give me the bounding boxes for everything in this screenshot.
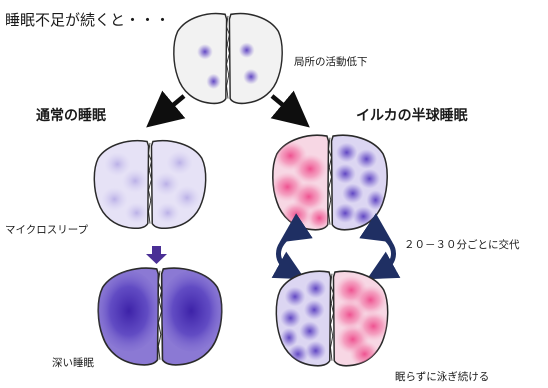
label-keep-swimming: 眠らずに泳ぎ続ける	[395, 371, 490, 383]
brain-top	[173, 12, 283, 105]
swap-arrow-right	[359, 213, 401, 280]
swap-arrow-left	[271, 213, 313, 280]
arrow-to-dolphin	[270, 90, 310, 128]
brain-dolphin-2	[275, 270, 389, 367]
title-sleep-deprivation: 睡眠不足が続くと・・・	[5, 11, 171, 29]
light-spots	[101, 150, 201, 224]
label-local-decline: 局所の活動低下	[294, 56, 368, 68]
brain-dolphin-1	[272, 134, 388, 231]
label-alternate: ２０－３０分ごとに交代	[404, 239, 520, 251]
brain-microsleep	[93, 139, 207, 230]
label-microsleep: マイクロスリープ	[5, 224, 89, 236]
label-normal-sleep: 通常の睡眠	[36, 108, 106, 124]
brain-deep-sleep	[97, 267, 223, 366]
pink-hemisphere-2	[333, 275, 388, 366]
pink-hemisphere	[272, 141, 329, 230]
label-deep-sleep: 深い睡眠	[52, 357, 94, 369]
label-dolphin-sleep: イルカの半球睡眠	[356, 108, 468, 124]
purple-hemisphere	[334, 142, 385, 227]
local-spots	[197, 42, 259, 90]
arrow-to-deep-sleep	[146, 246, 167, 264]
arrow-to-normal	[146, 90, 186, 128]
